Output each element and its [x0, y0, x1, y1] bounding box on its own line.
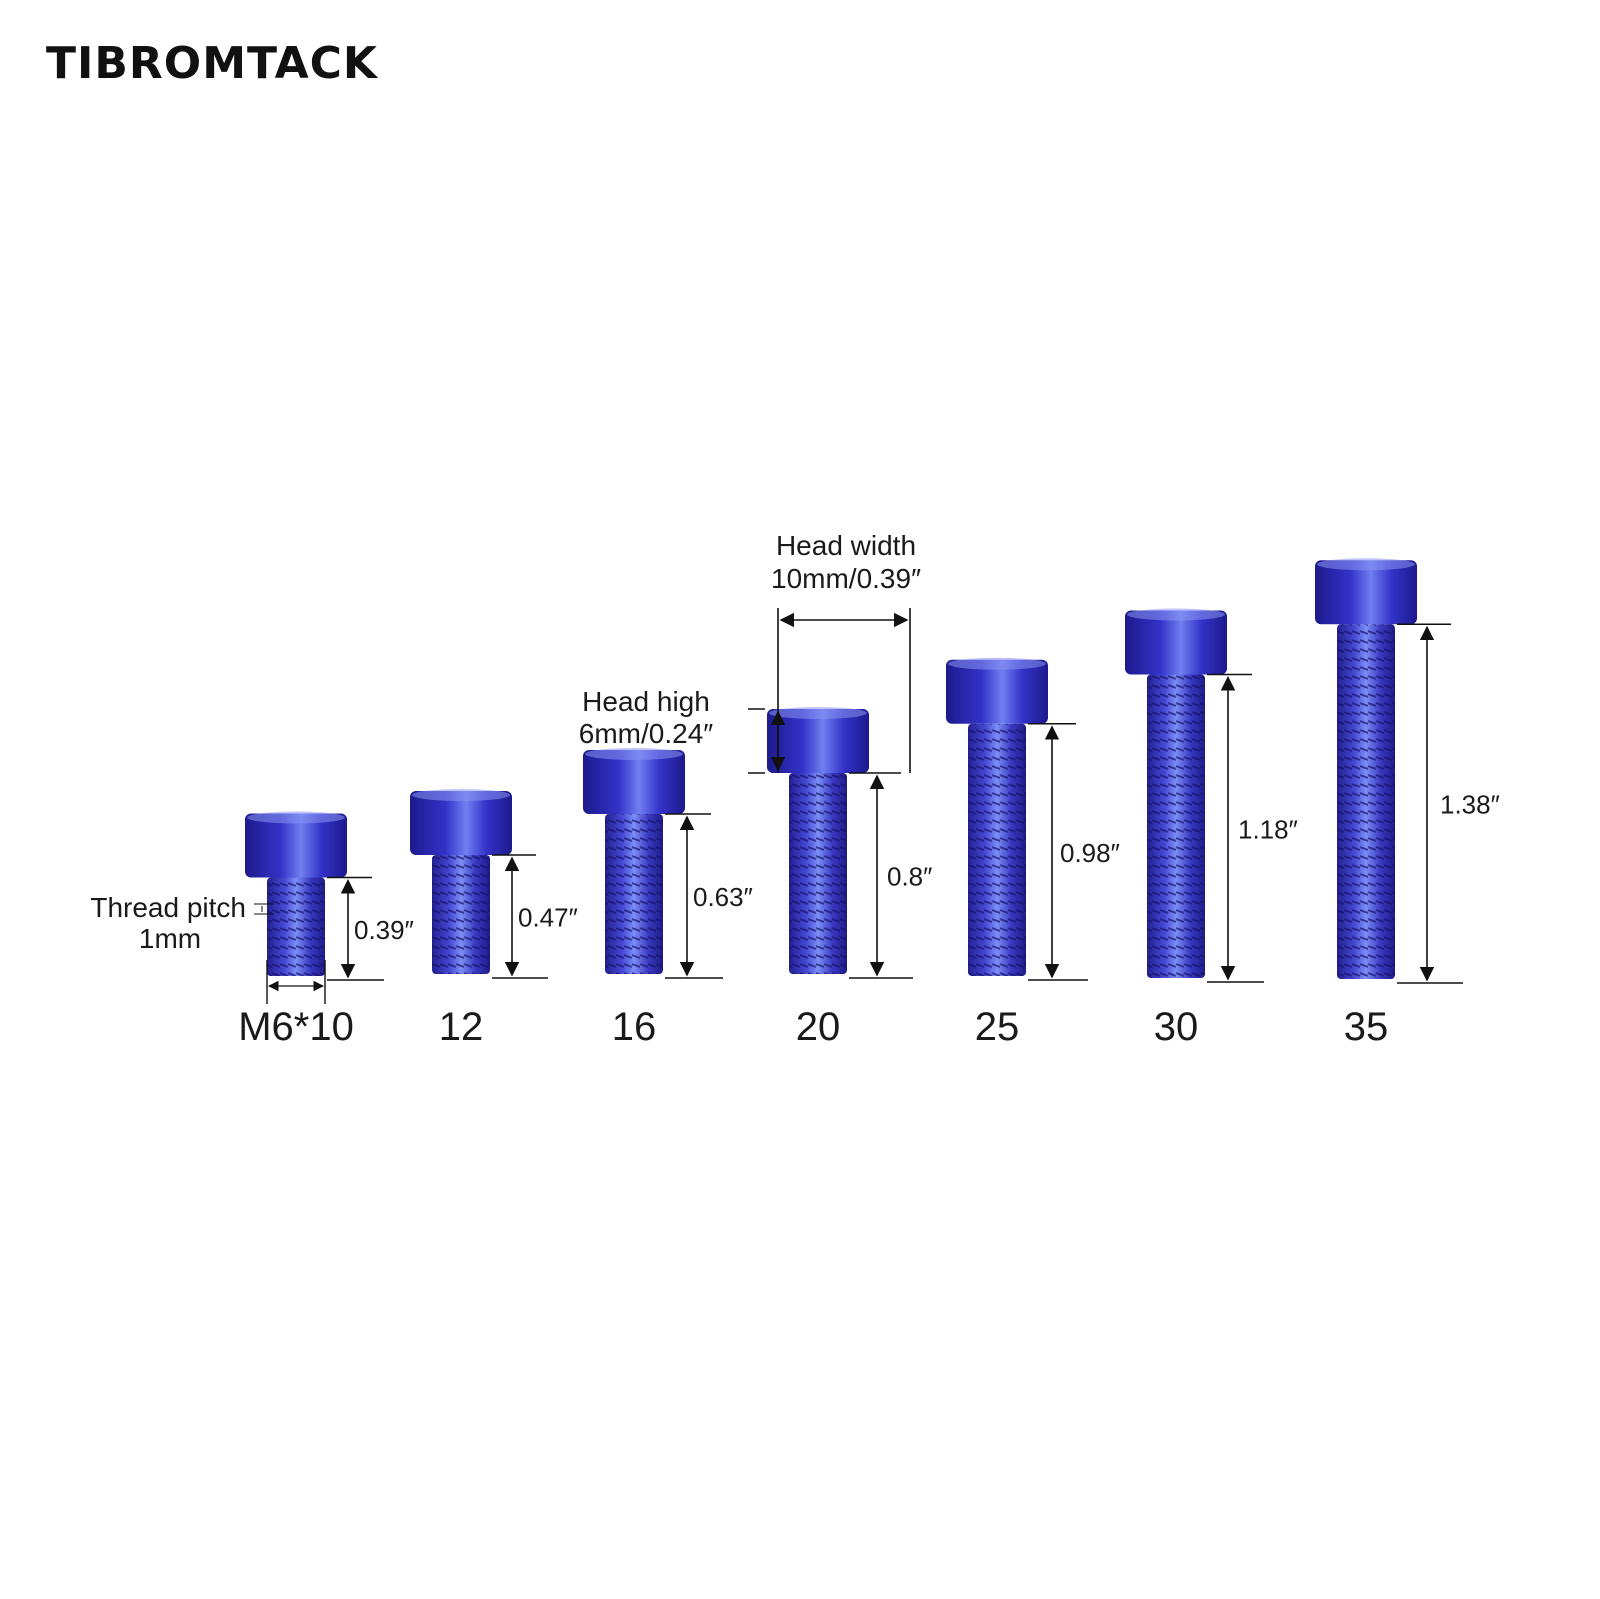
bolt-6 [1125, 608, 1227, 978]
head-high-label: Head high [582, 686, 710, 717]
thread-pitch-value: 1mm [139, 923, 201, 954]
bolt-head [1125, 610, 1227, 675]
length-label: 0.8″ [887, 862, 932, 892]
bolt-thread-texture [1337, 624, 1395, 979]
bolt-head [245, 813, 347, 878]
size-label: 30 [1154, 1005, 1199, 1049]
size-label: 35 [1344, 1005, 1389, 1049]
bolt-head-top [769, 707, 867, 719]
brand-logo: TIBROMTACK [46, 38, 379, 89]
bolt-head [1315, 560, 1417, 625]
bolt-head-top [412, 789, 510, 801]
size-label: 25 [975, 1005, 1020, 1049]
bolt-thread-texture [432, 855, 490, 974]
thread-pitch-label: Thread pitch [90, 892, 246, 923]
length-label: 0.63″ [693, 882, 753, 912]
bolt-2 [410, 789, 512, 974]
bolt-3 [583, 748, 685, 974]
size-label: 16 [612, 1005, 657, 1049]
bolt-thread-texture [789, 773, 847, 974]
bolt-7 [1315, 558, 1417, 979]
bolt-head-top [1127, 608, 1225, 621]
bolt-4 [767, 707, 869, 974]
size-label: 12 [439, 1005, 484, 1049]
length-label: 1.38″ [1440, 790, 1500, 820]
bolt-head-top [1317, 558, 1415, 571]
bolt-head-top [247, 811, 345, 824]
bolt-thread-texture [1147, 674, 1205, 978]
length-label: 0.47″ [518, 903, 578, 933]
bolt-head [767, 709, 869, 773]
bolt-thread-texture [605, 814, 663, 974]
bolt-head-top [948, 657, 1046, 670]
size-label: 20 [796, 1005, 841, 1049]
bolt-head-top [585, 748, 683, 760]
bolt-head [946, 659, 1048, 724]
bolt-head [410, 791, 512, 855]
length-label: 0.39″ [354, 915, 414, 945]
length-label: 0.98″ [1060, 838, 1120, 868]
bolt-thread-texture [968, 723, 1026, 976]
length-label: 1.18″ [1238, 814, 1298, 844]
head-high-value: 6mm/0.24″ [579, 718, 713, 749]
head-width-value: 10mm/0.39″ [771, 563, 921, 594]
head-width-label: Head width [776, 530, 916, 561]
bolt-5 [946, 657, 1048, 976]
size-label: M6*10 [238, 1005, 354, 1049]
bolt-thread-texture [267, 877, 325, 976]
bolt-1 [245, 811, 347, 976]
bolt-head [583, 750, 685, 814]
